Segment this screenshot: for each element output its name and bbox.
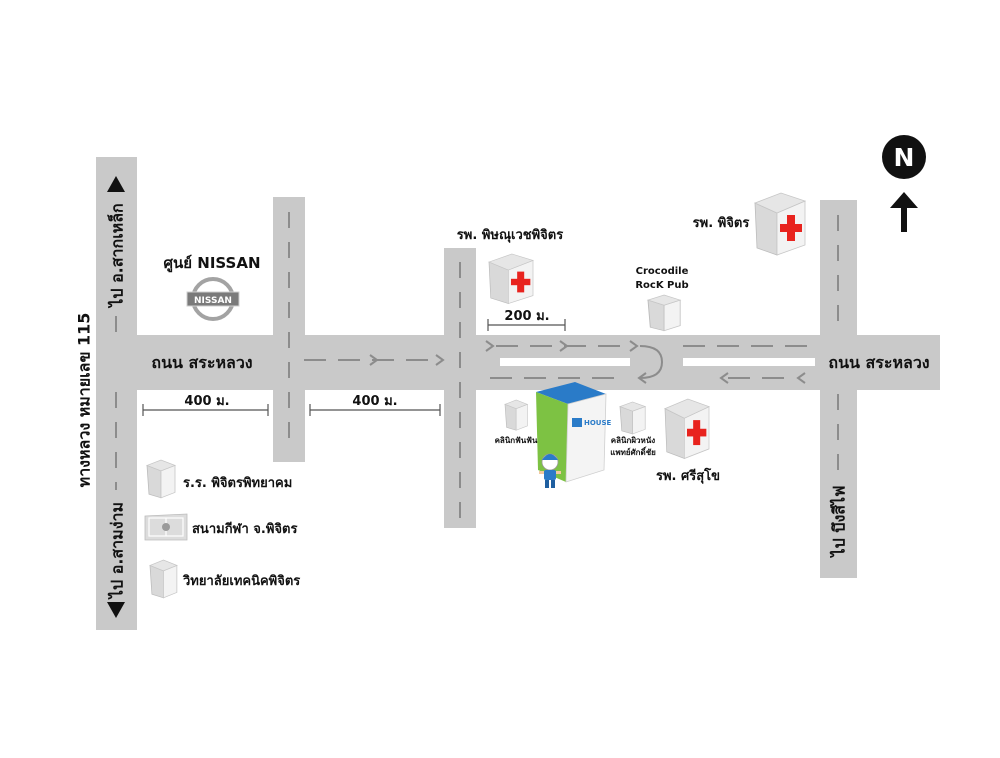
dental-clinic-label: คลินิกฟันฟัน <box>495 436 538 445</box>
building-icon <box>149 559 178 599</box>
stadium-icon <box>144 513 188 541</box>
distance-label: 400 ม. <box>184 394 229 409</box>
nissan-logo: NISSAN <box>186 277 240 321</box>
north-arrow-icon <box>890 192 918 208</box>
road-markings <box>115 212 839 520</box>
distance-label: 200 ม. <box>504 309 549 324</box>
median-strip <box>683 358 815 366</box>
mascot-leg <box>545 480 549 488</box>
mascot-body <box>544 470 556 480</box>
arrow-down-icon <box>107 602 125 618</box>
building-roof <box>753 192 807 214</box>
building-roof <box>619 401 647 412</box>
to-sak-lek-label: ไป อ.สากเหล็ก <box>106 203 127 308</box>
road-to-bueng-si-fai <box>820 200 857 578</box>
direction-arrow-west <box>796 372 806 384</box>
phichit-hospital-label: รพ. พิจิตร <box>693 216 750 231</box>
school-label: ร.ร. พิจิตรพิทยาคม <box>183 476 292 491</box>
stadium-center-circle <box>162 523 170 531</box>
distance-west: 400 ม. <box>142 394 269 416</box>
building-face <box>565 393 607 483</box>
sara-luang-east-label: ถนน สระหลวง <box>828 353 929 372</box>
building-roof <box>488 253 534 271</box>
hospital-icon <box>488 253 534 305</box>
skin-clinic-label-line2: แพทย์ศักดิ์ชัย <box>610 446 656 457</box>
crocodile-pub-label-line2: RocK Pub <box>635 280 688 291</box>
side-road-nissan <box>273 197 305 462</box>
direction-arrow-west <box>719 372 729 384</box>
hospital-icon <box>753 192 807 256</box>
house-logo-icon <box>572 418 582 427</box>
north-compass: N <box>882 135 926 232</box>
mascot-arm <box>556 471 561 474</box>
arrow-up-icon <box>107 176 125 192</box>
hospital-icon <box>664 398 710 460</box>
mascot-icon <box>539 453 561 488</box>
red-cross-icon <box>780 224 802 232</box>
direction-arrow-east <box>435 354 445 366</box>
building-roof <box>149 559 178 572</box>
median-strip <box>500 358 630 366</box>
distance-east: 200 ม. <box>487 309 566 331</box>
technical-college-label: วิทยาลัยเทคนิคพิจิตร <box>182 574 300 589</box>
distance-label: 400 ม. <box>352 394 397 409</box>
mascot-cap <box>542 454 558 460</box>
crocodile-pub-label-line1: Crocodile <box>636 266 689 277</box>
u-turn-arrow <box>639 345 664 379</box>
building-roof <box>504 399 529 409</box>
direction-arrow-west <box>637 372 647 384</box>
building-roof <box>145 459 177 472</box>
nissan-center-label: ศูนย์ NISSAN <box>163 254 260 273</box>
pitsanuvej-hospital-label: รพ. พิษณุเวชพิจิตร <box>457 228 563 243</box>
direction-arrow-east <box>369 354 379 366</box>
mascot-arm <box>539 471 544 474</box>
highway-115-label: ทางหลวง หมายเลข 115 <box>75 313 94 488</box>
building-icon <box>145 459 177 499</box>
sara-luang-west-label: ถนน สระหลวง <box>151 353 252 372</box>
red-cross-icon <box>687 428 707 437</box>
building-icon <box>619 401 647 435</box>
nissan-logo-text: NISSAN <box>194 296 232 306</box>
srisukho-hospital-label: รพ. ศรีสุโข <box>656 467 720 484</box>
stadium-label: สนามกีฬา จ.พิจิตร <box>192 521 297 537</box>
direction-arrow-east <box>559 340 569 352</box>
direction-arrow-east <box>485 340 495 352</box>
distance-middle: 400 ม. <box>309 394 441 416</box>
direction-arrow-east <box>629 340 639 352</box>
north-letter: N <box>894 143 915 172</box>
building-icon <box>504 399 529 431</box>
building-icon <box>646 294 682 332</box>
building-roof <box>646 294 682 306</box>
compass-circle <box>882 135 926 179</box>
to-bueng-si-fai-label: ไป บึงสีไฟ <box>830 486 849 559</box>
to-sam-ngam-label: ไป อ.สามง่าม <box>108 502 127 600</box>
building-roof <box>664 398 710 419</box>
skin-clinic-label-line1: คลินิกผิวหนัง <box>611 436 655 445</box>
mascot-leg <box>551 480 555 488</box>
nissan-logo-band <box>186 291 240 307</box>
house-logo-text: HOUSE <box>584 419 612 427</box>
red-cross-icon <box>511 278 531 286</box>
